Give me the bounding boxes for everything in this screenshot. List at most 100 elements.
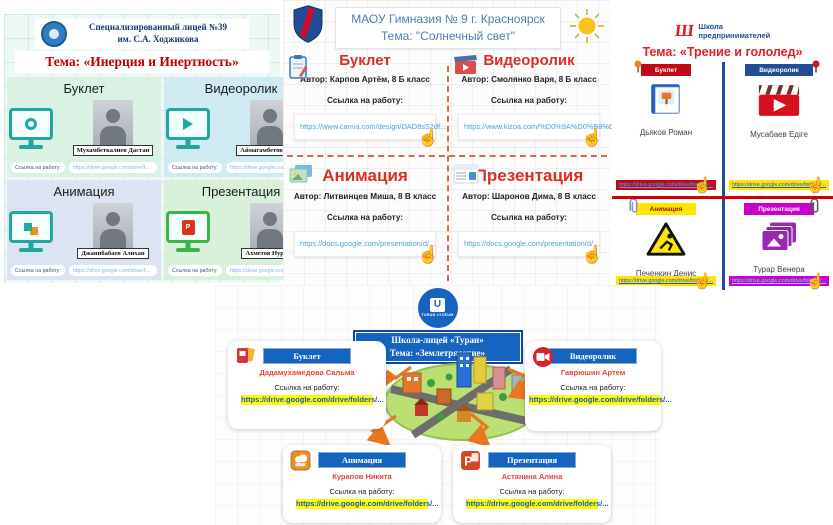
pushpin-icon <box>811 60 821 75</box>
theme-title: Тема: «Трение и гололед» <box>642 45 803 59</box>
poster-turan: U TURAN LYCEUM Школа-лицей «Туран» Тема:… <box>215 285 672 525</box>
quadrant-title: Анимация <box>322 166 408 185</box>
work-link[interactable]: https://drive.google.com/drive/folders/.… <box>68 265 157 276</box>
slip-warning-icon <box>646 221 686 262</box>
link-label: Ссылка на работу: <box>490 213 568 222</box>
student-name: Джанибабаев Алихан <box>77 248 149 259</box>
link-label: Ссылка на работу: <box>490 96 568 105</box>
quadrant-booklet: Буклет Мухамбеткалиев Дастан Ссылка на р… <box>7 77 161 177</box>
school-name-line1: Специализированный лицей №39 <box>88 22 228 33</box>
link-label: Ссылка на работу: <box>499 487 565 496</box>
booklet-cards-icon <box>235 346 257 370</box>
divider-vertical <box>721 62 725 290</box>
student-name: Мусабаев Едіге <box>750 130 808 139</box>
hand-pointer-icon: ☝ <box>806 273 825 290</box>
quadrant-video: Видеоролик Автор: Смолянко Варя, 8 Б кла… <box>447 50 636 147</box>
work-link[interactable]: https://drive.google.com/drive/folders/.… <box>466 499 609 509</box>
lyceum39-logo-icon <box>41 21 67 47</box>
turan-logo-caption: TURAN LYCEUM <box>421 313 454 318</box>
turan-logo-letter: U <box>430 298 445 313</box>
card-animation: Анимация Курапов Никита Ссылка на работу… <box>283 445 441 523</box>
work-link-text[interactable]: https://docs.google.com/presentation/d/.… <box>464 239 600 248</box>
school-name: МАОУ Гимназия № 9 г. Красноярск <box>351 12 545 26</box>
card-title: Анимация <box>318 452 406 468</box>
quadrant-animation: Анимация Автор: Литвинцев Миша, 8 В клас… <box>283 160 447 264</box>
work-link[interactable]: https://drive.google.com/drive/folders/.… <box>616 180 716 190</box>
quadrant-presentation: Презентация Турар Венера https://drive.g… <box>727 198 831 290</box>
student-photo <box>93 203 133 253</box>
lyceum39-header: Специализированный лицей №39 им. С.А. Хо… <box>35 19 249 49</box>
link-label: Ссылка на работу: <box>329 487 395 496</box>
clipboard-icon <box>289 54 309 85</box>
quadrant-animation: Анимация Джанибабаев Алихан Ссылка на ра… <box>7 180 161 280</box>
paperclip-icon <box>809 198 822 216</box>
quadrant-title: Видеоролик <box>204 81 278 96</box>
video-ribbon: Видеоролик <box>745 60 820 76</box>
work-link[interactable]: https://drive.google.com/drive/folders/.… <box>729 180 829 190</box>
video-monitor-icon <box>166 108 210 140</box>
clapperboard-icon <box>453 54 479 81</box>
link-label: Ссылка на работу: <box>168 265 222 276</box>
hand-pointer-icon: ☝ <box>581 244 603 264</box>
gymnasium9-header: МАОУ Гимназия № 9 г. Красноярск Тема: "С… <box>335 7 561 49</box>
pushpin-icon <box>633 60 643 75</box>
quadrant-title: Анимация <box>649 205 683 213</box>
work-link[interactable]: https://www.kizoa.com/%D0%9A%D0%B8%D0%B.… <box>458 114 636 147</box>
animation-app-icon <box>290 450 311 476</box>
theme-title: Тема: «Инерция и Инертность» <box>15 51 269 73</box>
hand-pointer-icon: ☝ <box>693 177 712 194</box>
quadrant-grid: Буклет Дьяков Роман https://drive.google… <box>612 60 833 290</box>
work-link[interactable]: https://drive.google.com/drive/folders/.… <box>225 265 314 276</box>
hand-pointer-icon: ☝ <box>581 127 603 147</box>
svg-text:P: P <box>464 455 472 469</box>
student-name: Дьяков Роман <box>639 128 693 137</box>
work-link[interactable]: https://drive.google.com/drive/folders/.… <box>296 499 439 509</box>
paperclip-icon <box>628 198 641 216</box>
work-link[interactable]: https://drive.google.com/drive/folders/.… <box>68 162 157 173</box>
work-link[interactable]: https://docs.google.com/presentation/d/.… <box>458 231 603 264</box>
work-link-text[interactable]: https://docs.google.com/presentation/d/.… <box>300 239 436 248</box>
divider-vertical <box>447 66 449 281</box>
student-name: Печенкин Денис <box>635 269 697 278</box>
quadrant-booklet: Буклет Дьяков Роман https://drive.google… <box>614 60 718 194</box>
card-video: Видеоролик Гаврюшин Артем Ссылка на рабо… <box>525 341 672 431</box>
card-booklet: Буклет Дадамухамедова Сальма Ссылка на р… <box>228 341 386 429</box>
work-link-text[interactable]: https://www.canva.com/design/DAD8sS2df..… <box>300 122 447 131</box>
student-name: Курапов Никита <box>332 472 392 481</box>
work-link[interactable]: https://drive.google.com/drive/folders/.… <box>529 395 672 405</box>
animation-label: Анимация <box>629 198 697 215</box>
quadrant-grid: Буклет Мухамбеткалиев Дастан Ссылка на р… <box>7 77 318 280</box>
student-name: Дадамухамедова Сальма <box>259 368 355 377</box>
quadrant-title: Видеоролик <box>483 52 575 69</box>
poster-lyceum39: Специализированный лицей №39 им. С.А. Хо… <box>4 14 318 283</box>
work-link[interactable]: https://drive.google.com/drive/folders/.… <box>241 395 384 405</box>
city-illustration <box>383 347 543 450</box>
card-title: Буклет <box>263 348 351 364</box>
work-link[interactable]: https://www.canva.com/design/DAD8sS2df..… <box>294 114 446 147</box>
divider-horizontal <box>287 155 607 157</box>
quadrant-video: Видеоролик Мусабаев Едіге https://drive.… <box>727 60 831 194</box>
work-link[interactable]: https://drive.google.com/drive/folders/.… <box>616 276 716 286</box>
student-name: Гаврюшин Артем <box>560 368 626 377</box>
winter-book-icon <box>647 82 685 121</box>
work-link-text[interactable]: https://www.kizoa.com/%D0%9A%D0%B8%D0%B.… <box>464 122 637 131</box>
card-presentation: P Презентация Астанина Алина Ссылка на р… <box>453 445 611 523</box>
quadrant-title: Буклет <box>63 81 105 96</box>
photos-icon <box>289 164 313 189</box>
author-text: Автор: Шаронов Дима, 8 В класс <box>462 192 596 201</box>
hand-pointer-icon: ☝ <box>417 127 439 147</box>
work-link[interactable]: https://drive.google.com/drive/folders/.… <box>225 162 314 173</box>
link-label: Ссылка на работу: <box>11 265 65 276</box>
theme-title: Тема: «Землетрясение» <box>389 348 486 359</box>
work-link[interactable]: https://drive.google.com/drive/folders/.… <box>729 276 829 286</box>
card-title: Презентация <box>488 452 576 468</box>
quadrant-title: Видеоролик <box>759 66 799 74</box>
animation-monitor-icon <box>9 211 53 243</box>
student-photo <box>93 100 133 150</box>
clapperboard-icon <box>756 82 802 123</box>
school-name: Специализированный лицей №39 им. С.А. Хо… <box>73 22 243 45</box>
video-camera-icon <box>532 346 554 373</box>
author-text: Автор: Литвинцев Миша, 8 В класс <box>293 192 437 201</box>
work-link[interactable]: https://docs.google.com/presentation/d/.… <box>294 231 439 264</box>
